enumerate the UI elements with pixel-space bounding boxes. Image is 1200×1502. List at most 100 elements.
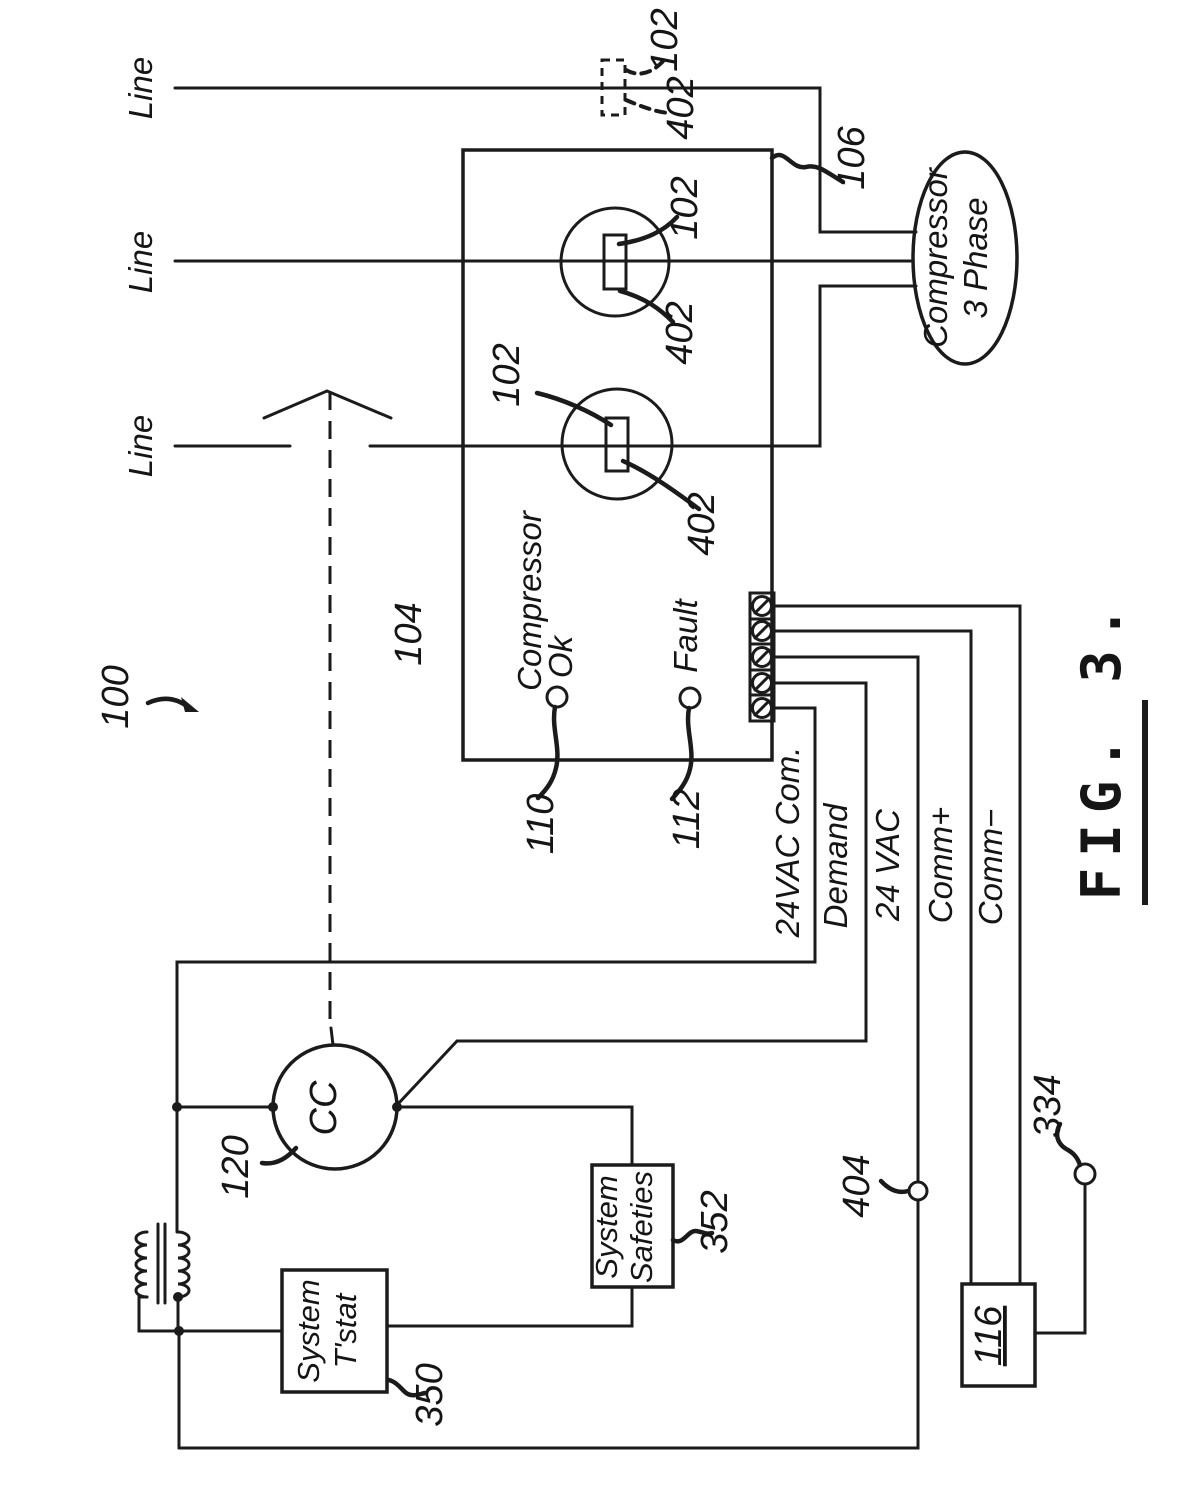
line3-wire-right [368,284,918,448]
vac-com-wire [175,706,817,1234]
module-116-label: 116 [968,1305,1010,1366]
arrow-head-icon [181,697,199,712]
screw-icon [751,646,773,668]
system-ref-label: 100 [95,665,137,728]
screw-slot-icon [753,648,771,666]
junction-dot [268,1102,278,1112]
breaker-ref-leader [624,57,667,76]
ok-indicator-label-line2: Ok [542,634,579,678]
connector-404-leader [878,1178,911,1195]
safeties-ref-label: 352 [694,1190,736,1253]
connector-404-circle [907,1180,929,1202]
terminal-dividers [748,617,776,697]
comm-plus-wire [772,629,973,1286]
transformer-primary-coil [134,1230,149,1299]
tstat-label-line1: System [291,1279,326,1382]
safeties-label-line2: Safeties [624,1171,659,1283]
terminal-demand-label: Demand [817,802,854,928]
ok-indicator-label-line1: Compressor [511,509,548,691]
contactor-bottom-ref-leader [534,390,614,428]
fault-ref-leader [669,705,694,802]
fault-lamp-circle [678,686,702,710]
screw-icon [751,595,773,617]
ok-ref-label: 110 [520,794,562,855]
terminal-vac-label: 24 VAC [869,808,906,922]
compressor-motor-ellipse [911,150,1019,366]
system-safeties [385,1163,715,1328]
tstat-ref-label: 350 [409,1363,451,1426]
ok-indicator [535,685,569,801]
terminal-wires [175,604,1022,1450]
system-ref-arrow [145,696,199,712]
screw-slot-icon [753,674,771,692]
breaker-contact-ref-label: 402 [660,76,702,139]
junction-dot [392,1102,402,1112]
terminal-vac-com-label: 24VAC Com. [769,747,806,939]
ok-lamp-circle [545,685,569,709]
screw-slot-icon [753,699,771,717]
junction-dot [173,1292,183,1302]
tstat-label-line2: T'stat [328,1292,363,1368]
safeties-label-line1: System [589,1175,624,1278]
demand-wire [396,681,868,1106]
controller-box [461,148,774,762]
terminal-comm-minus-label: Comm− [972,809,1009,925]
connector-334-circle [1073,1162,1097,1186]
line1-label: Line [122,57,159,119]
connector-404 [878,1178,929,1202]
tstat-ref-leader [386,1377,428,1398]
line1-wire [173,86,918,234]
motor-ref-leader [769,152,846,185]
connector-334-label: 334 [1027,1074,1069,1137]
contactor-bottom [534,387,702,512]
terminal-screws [751,595,773,719]
transformer-symbol [134,1222,191,1450]
line2-label: Line [122,231,159,293]
connector-334-leader [1054,1121,1083,1168]
transformer-bottom-loop [137,1295,181,1333]
screw-icon [751,672,773,694]
figure-number-label: FIG. 3. [1070,596,1133,901]
disconnect-chevron [262,389,393,420]
system-tstat [177,1268,428,1398]
controller-ref-label: 104 [388,602,430,665]
cc-right-wire [395,1105,634,1167]
connector-334-wire [1033,1182,1087,1335]
cc-ref-leader [259,1145,299,1166]
contactor-top-ref-label: 102 [664,176,706,239]
contactor-bottom-ref-label: 102 [486,343,528,406]
fault-indicator-label: Fault [667,597,704,672]
power-wires [173,86,918,448]
contactor-top-contact-leader [617,288,676,325]
breaker-symbol [600,57,671,117]
contactor-top-circle [559,206,671,318]
terminal-strip [748,591,776,723]
contactor-top-contact [602,233,628,291]
contactor-bottom-circle [560,387,674,501]
cc-coil-label: CC [303,1080,345,1135]
safeties-ref-leader [670,1228,715,1244]
fault-ref-label: 112 [666,789,708,850]
contactor-bottom-contact-leader [620,458,702,512]
breaker-contact-leader [624,98,671,115]
comm-minus-wire [772,604,1022,1286]
line3-label: Line [122,415,159,477]
contactor-bottom-contact [604,416,630,473]
contactor-top [559,206,680,325]
junction-dot [172,1102,182,1112]
cc-coil [172,1043,634,1171]
motor-label-line2: 3 Phase [957,197,994,318]
contactor-top-contact-ref-label: 402 [659,301,701,364]
motor-ref-label: 106 [831,125,873,189]
breaker-ref-label: 102 [644,8,686,71]
connector-404-label: 404 [836,1154,878,1217]
contactor-top-ref-leader [616,214,680,247]
vac24-wire-lower [177,1198,920,1450]
screw-icon [751,620,773,642]
contactor-bottom-contact-ref-label: 402 [681,492,723,555]
screw-slot-icon [753,622,771,640]
ok-ref-leader [535,704,560,801]
motor-label-line1: Compressor [917,166,954,348]
